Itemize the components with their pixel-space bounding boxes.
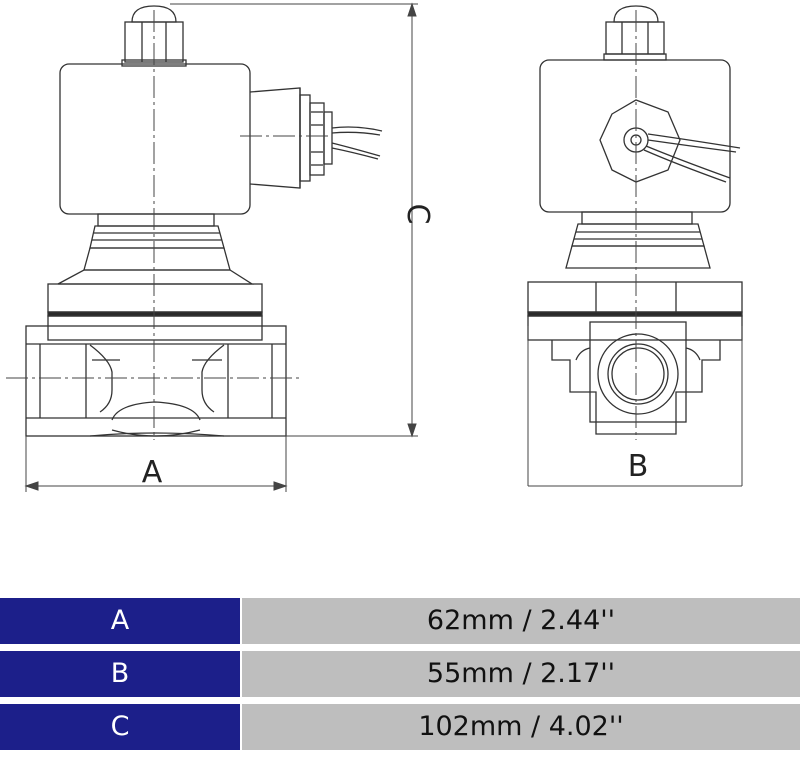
spec-row-a: A 62mm / 2.44'' — [0, 598, 800, 644]
spec-row-c: C 102mm / 4.02'' — [0, 704, 800, 750]
spec-key-c: C — [0, 704, 240, 750]
spec-value-a: 62mm / 2.44'' — [242, 598, 800, 644]
side-top-nut — [613, 5, 659, 23]
valve-drawing: A B C — [6, 2, 743, 492]
side-port-outer — [597, 333, 679, 415]
dimension-lines — [24, 2, 743, 492]
dimension-a-label: A — [142, 455, 163, 490]
side-port-inner — [607, 343, 669, 405]
front-coil — [59, 63, 251, 215]
front-flange — [47, 283, 263, 313]
side-stem — [581, 211, 693, 225]
spec-row-b: B 55mm / 2.17'' — [0, 651, 800, 697]
front-top-nut — [131, 5, 177, 23]
side-top-nut-hex — [605, 21, 665, 55]
spec-table: A 62mm / 2.44'' B 55mm / 2.17'' C 102mm … — [0, 598, 800, 757]
side-flange — [527, 281, 743, 313]
dimension-c-label: C — [400, 204, 435, 225]
dimension-b-label: B — [628, 449, 649, 484]
front-valve-body — [25, 325, 287, 437]
spec-key-a: A — [0, 598, 240, 644]
side-connector-hex — [599, 99, 681, 183]
front-stem — [97, 213, 215, 227]
front-connector — [249, 87, 301, 189]
side-view — [527, 5, 743, 435]
spec-value-b: 55mm / 2.17'' — [242, 651, 800, 697]
spec-value-c: 102mm / 4.02'' — [242, 704, 800, 750]
spec-key-b: B — [0, 651, 240, 697]
side-coil — [539, 59, 731, 213]
center-lines — [6, 10, 637, 440]
front-view — [25, 5, 383, 437]
